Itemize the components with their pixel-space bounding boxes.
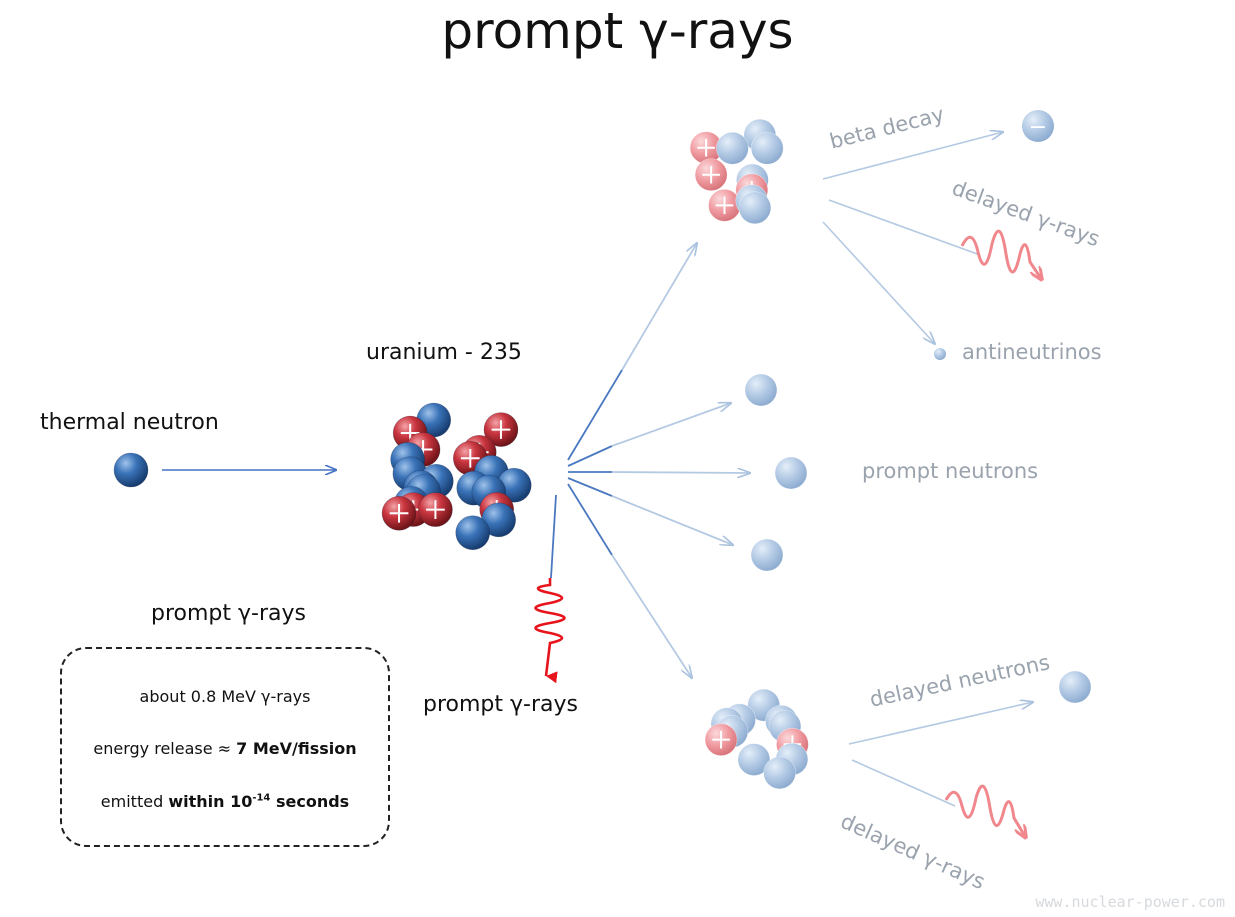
- neutron: [744, 373, 778, 407]
- neutron: [750, 538, 784, 572]
- fission-fragment-bottom: [704, 688, 809, 790]
- uranium-label: uranium - 235: [366, 340, 522, 365]
- neutron: [113, 452, 149, 488]
- neutron: [738, 191, 772, 225]
- fission-fragment-top: [689, 118, 784, 225]
- proton-plus-sign: [702, 165, 720, 184]
- proton-plus-sign: [697, 138, 715, 157]
- neutron: [1058, 670, 1092, 704]
- info-release-value: 7 MeV/fission: [236, 739, 357, 758]
- proton-plus-sign: [712, 730, 730, 749]
- prompt-gamma-label: prompt γ-rays: [423, 692, 578, 717]
- uranium-nucleus: [381, 402, 532, 551]
- delayed-gamma-wave-top: [960, 229, 1042, 280]
- neutron: [737, 743, 771, 776]
- proton-plus-sign: [460, 448, 480, 468]
- info-release-prefix: energy release ≈: [93, 739, 237, 758]
- info-emission-suffix: seconds: [270, 792, 350, 811]
- prompt-gamma-box-heading: prompt γ-rays: [151, 601, 306, 626]
- antineutrino-particle: [934, 348, 946, 360]
- neutron: [455, 515, 491, 551]
- prompt-neutron-particles: [744, 373, 1092, 704]
- neutron: [763, 756, 796, 790]
- proton-plus-sign: [491, 420, 511, 439]
- electron-particle: [1022, 110, 1054, 142]
- info-energy-line: about 0.8 MeV γ-rays: [139, 687, 311, 706]
- thermal-neutron-label: thermal neutron: [40, 410, 219, 435]
- product-arrows: [822, 132, 1033, 807]
- antineutrinos-label: antineutrinos: [962, 340, 1102, 364]
- proton-plus-sign: [715, 196, 734, 215]
- proton-plus-sign: [426, 500, 445, 519]
- info-release-line: energy release ≈ 7 MeV/fission: [62, 739, 388, 758]
- info-emission-prefix: emitted: [100, 792, 169, 811]
- info-emission-value: within 10-14 seconds: [168, 792, 349, 811]
- prompt-gamma-wave: [534, 578, 566, 684]
- info-emission-exponent: -14: [252, 792, 271, 804]
- neutron: [774, 456, 808, 490]
- info-emission-bold: within 10: [168, 792, 253, 811]
- electron-symbol: −: [1029, 115, 1047, 140]
- page-title: prompt γ-rays: [441, 2, 794, 60]
- proton-plus-sign: [389, 503, 409, 523]
- prompt-gamma-info-box: about 0.8 MeV γ-rays energy release ≈ 7 …: [60, 647, 390, 847]
- watermark: www.nuclear-power.com: [1035, 893, 1225, 911]
- info-emission-line: emitted within 10-14 seconds: [62, 792, 388, 811]
- fission-arrows: [550, 243, 750, 678]
- delayed-gamma-wave-bottom: [944, 784, 1026, 838]
- thermal-neutron: [113, 452, 149, 488]
- neutron: [716, 131, 749, 165]
- prompt-neutrons-label: prompt neutrons: [862, 459, 1039, 483]
- neutron: [750, 131, 784, 165]
